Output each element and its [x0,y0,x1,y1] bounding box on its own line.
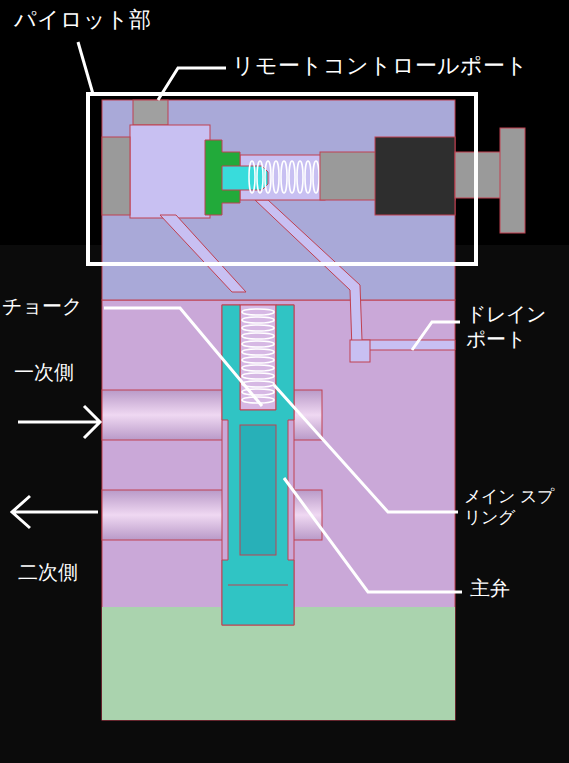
background [0,245,569,763]
valve-joint [228,585,288,586]
handle-shaft [455,152,503,198]
pilot-passage [160,215,246,292]
spring-coil [281,161,287,193]
pilot-spring [249,161,319,193]
spring-coil [242,317,274,323]
spring-coil [242,341,274,347]
main-valve [222,305,294,625]
plug [102,137,130,215]
spring-coil [313,161,319,193]
main-spring-chamber [240,305,276,410]
spring-coil [242,333,274,339]
handle [500,128,525,233]
drain-port [350,340,370,362]
remote-port [133,100,168,125]
flow-arrows [12,406,100,528]
spring-coil [289,161,295,193]
spring-coil [273,161,279,193]
main-bore [222,305,294,625]
pilot-poppet [222,166,268,190]
spring-coil [242,309,274,315]
spring-coil [242,325,274,331]
part-label: ドレイン ポート [466,302,562,352]
lock-nut [375,137,455,215]
spring-coil [242,357,274,363]
spring-coil [242,373,274,379]
spring-coil [242,349,274,355]
pilot-cavity [130,125,210,218]
pilot-body [102,100,455,300]
part-label: 二次側 [18,560,78,585]
leader-lines [78,42,462,592]
part-label: 主弁 [470,576,510,601]
pilot-frame [88,94,476,264]
valve-body [102,300,455,720]
spring-coil [242,365,274,371]
part-label: リモートコントロールポート [232,52,528,80]
main-valve-stem [240,425,276,555]
part-label: メイン スプリング [464,486,564,529]
part-label: 一次側 [14,360,74,385]
spring-coil [257,161,263,193]
spring-coil [305,161,311,193]
spring-coil [297,161,303,193]
part-label: パイロット部 [14,6,151,34]
part-label: チョーク [2,294,82,319]
spring-coil [249,161,255,193]
spring-coil [265,161,271,193]
